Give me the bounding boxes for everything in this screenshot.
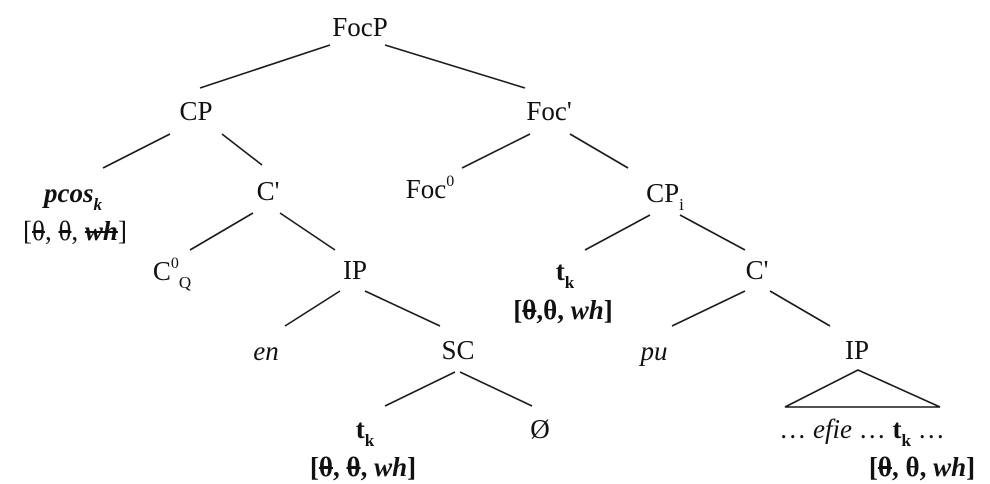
cpi-sub: i: [679, 195, 684, 214]
node-tk1: tk: [355, 414, 374, 450]
yield-t-sub: k: [901, 431, 911, 450]
feat-open: [: [309, 452, 319, 482]
feat-wh: wh: [570, 295, 604, 325]
c0q-sub: Q: [178, 273, 192, 292]
tk1-base: t: [355, 414, 365, 444]
feat-close: ]: [407, 452, 417, 482]
node-foc0: Foc0: [405, 173, 455, 204]
edge-focp-focbar: [384, 44, 526, 89]
pcos-features: [θ, θ, wh]: [23, 218, 127, 245]
edge-focbar-foc0: [461, 133, 531, 169]
ip-triangle: [784, 369, 941, 408]
yield-pre: …: [779, 414, 814, 444]
node-focp: FocP: [332, 12, 388, 42]
edge-focp-cp: [199, 44, 331, 89]
feat-theta-1: θ: [877, 452, 892, 482]
node-cbar2: C': [745, 255, 769, 285]
feat-sep: ,: [919, 452, 934, 482]
feat-sep: ,: [332, 452, 347, 482]
node-en: en: [253, 336, 279, 366]
edge-ip1-sc: [364, 290, 441, 327]
feat-theta-1: θ: [32, 216, 45, 246]
feat-wh: wh: [374, 452, 408, 482]
feat-open: [: [868, 452, 878, 482]
tk1-sub: k: [364, 431, 375, 450]
feat-close: ]: [117, 216, 127, 246]
c0q-base: C: [152, 256, 171, 286]
feat-open: [: [513, 295, 523, 325]
edge-focbar-cpi: [569, 133, 629, 169]
edge-cbar1-c0q: [189, 212, 254, 251]
feat-sep: ,: [71, 216, 85, 246]
feat-sep: ,: [536, 295, 544, 325]
node-empty: Ø: [530, 414, 550, 444]
feat-sep: ,: [557, 295, 571, 325]
feat-theta-1: θ: [522, 295, 537, 325]
node-focbar: Foc': [526, 96, 572, 126]
edge-sc-empty: [459, 371, 533, 407]
node-pu: pu: [640, 336, 668, 366]
yield-efie: efie: [813, 414, 853, 444]
tk1-features: [θ, θ, wh]: [310, 454, 416, 481]
yield-post: …: [910, 414, 945, 444]
cpi-base: CP: [646, 178, 680, 208]
tk3-features: [θ, θ, wh]: [869, 454, 975, 481]
edge-cpi-tk2: [584, 214, 651, 251]
feat-theta-2: θ: [346, 452, 361, 482]
ip2-yield: … efie … tk …: [779, 414, 945, 450]
node-cp: CP: [179, 96, 213, 126]
feat-open: [: [23, 216, 33, 246]
feat-theta-2: θ: [905, 452, 920, 482]
feat-theta-1: θ: [318, 452, 333, 482]
feat-close: ]: [603, 295, 613, 325]
node-tk2: tk: [555, 256, 574, 292]
tk2-features: [θ,θ, wh]: [513, 297, 612, 324]
feat-close: ]: [966, 452, 976, 482]
node-ip2: IP: [844, 335, 870, 365]
edge-cbar2-ip2: [769, 290, 831, 327]
feat-theta-2: θ: [543, 295, 558, 325]
foc0-base: Foc: [405, 174, 447, 204]
yield-t: t: [892, 414, 902, 444]
tk2-sub: k: [564, 273, 575, 292]
edge-ip1-en: [284, 290, 341, 327]
foc0-sup: 0: [446, 173, 455, 190]
edge-cbar2-pu: [671, 290, 746, 327]
pcos-sub: k: [93, 195, 103, 214]
pcos-base: pcos: [44, 178, 94, 208]
feat-wh: wh: [933, 452, 967, 482]
feat-sep: ,: [891, 452, 906, 482]
yield-mid: …: [852, 414, 893, 444]
node-cpi: CPi: [646, 178, 684, 214]
node-ip1: IP: [342, 255, 368, 285]
c0q-sup: 0: [170, 255, 179, 272]
node-sc: SC: [441, 335, 475, 365]
node-pcos: pcosk: [44, 178, 102, 214]
feat-wh: wh: [84, 216, 118, 246]
tk2-base: t: [555, 256, 565, 286]
edge-cp-cbar1: [221, 133, 263, 166]
edge-cpi-cbar2: [679, 214, 746, 251]
edge-cp-pcos: [102, 133, 171, 169]
node-cbar1: C': [256, 176, 280, 206]
feat-sep: ,: [44, 216, 59, 246]
node-c0q: C0Q: [152, 255, 191, 292]
edge-sc-tk1: [384, 371, 456, 407]
edge-cbar1-ip1: [279, 212, 336, 251]
feat-sep: ,: [360, 452, 375, 482]
feat-theta-2: θ: [58, 216, 72, 246]
